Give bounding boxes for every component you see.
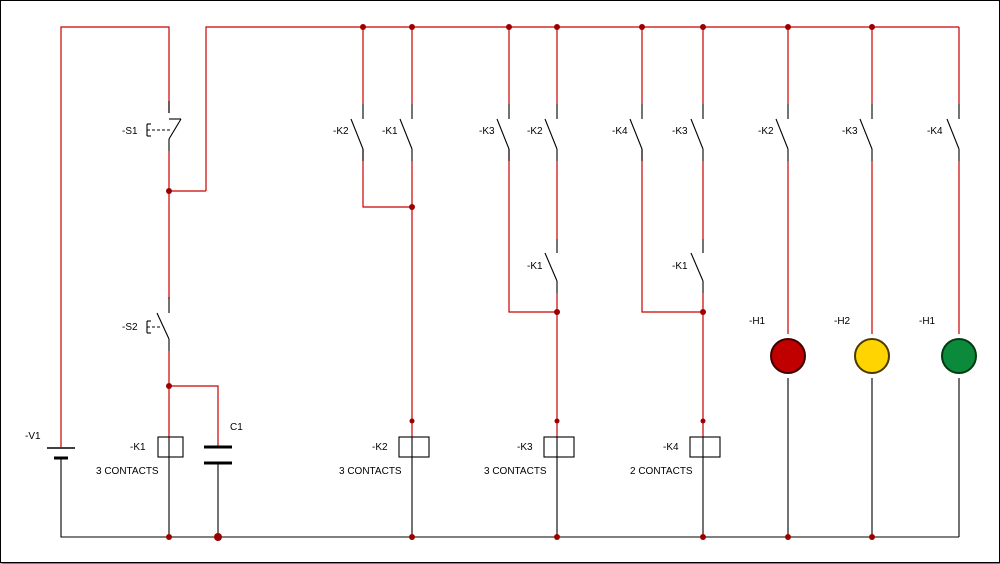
energized-wiring bbox=[60, 26, 960, 446]
indicator-lamp-yellow bbox=[854, 338, 890, 374]
lamp-b-label: -H2 bbox=[834, 316, 851, 327]
contact-k3-b-label: -K3 bbox=[479, 126, 495, 137]
contact-k4-lamp[interactable] bbox=[946, 104, 960, 161]
pushbutton-s1[interactable] bbox=[146, 101, 182, 151]
contact-k2-lamp-label: -K2 bbox=[758, 126, 774, 137]
contact-k1-c[interactable] bbox=[690, 239, 704, 293]
relay-coil-k3 bbox=[543, 436, 575, 458]
contact-k1-a[interactable] bbox=[399, 104, 413, 161]
junction-dot bbox=[869, 534, 875, 540]
coil-k2-label: -K2 bbox=[372, 442, 388, 453]
relay-coil-k2 bbox=[398, 436, 430, 458]
contact-k3-c[interactable] bbox=[690, 104, 704, 161]
s1-label: -S1 bbox=[122, 126, 138, 137]
relay-coil-k1 bbox=[157, 436, 184, 458]
junction-dot bbox=[700, 534, 706, 540]
junction-dot bbox=[785, 24, 791, 30]
contact-k2-b[interactable] bbox=[544, 104, 558, 161]
coil-k4-label: -K4 bbox=[663, 442, 679, 453]
junction-dot bbox=[360, 24, 366, 30]
junction-dot bbox=[506, 24, 512, 30]
coil-k3-label: -K3 bbox=[517, 442, 533, 453]
coil-k3-contacts: 3 CONTACTS bbox=[484, 466, 547, 477]
contact-k1-b[interactable] bbox=[544, 239, 558, 293]
coil-k1-label: -K1 bbox=[130, 442, 146, 453]
junction-dot bbox=[554, 24, 560, 30]
lamp-c-label: -H1 bbox=[919, 316, 936, 327]
junction-dot bbox=[639, 24, 645, 30]
junction-dot bbox=[166, 188, 172, 194]
pushbutton-s2[interactable] bbox=[146, 297, 170, 351]
junction-dot bbox=[554, 534, 560, 540]
coil-k1-contacts: 3 CONTACTS bbox=[96, 466, 159, 477]
contact-k3-b[interactable] bbox=[496, 104, 510, 161]
contact-k4-lamp-label: -K4 bbox=[927, 126, 943, 137]
wire-top-bus bbox=[205, 26, 959, 191]
contact-k3-lamp[interactable] bbox=[859, 104, 873, 161]
junction-dot bbox=[700, 309, 706, 315]
junction-dot bbox=[166, 383, 172, 389]
s2-label: -S2 bbox=[122, 322, 138, 333]
wire-to-c1 bbox=[169, 385, 219, 446]
coil-k4-contacts: 2 CONTACTS bbox=[630, 466, 693, 477]
wire-bottom-bus bbox=[60, 469, 959, 538]
indicator-lamp-green bbox=[941, 338, 977, 374]
junctions bbox=[166, 24, 875, 541]
contact-k1-b-label: -K1 bbox=[527, 261, 543, 272]
return-wiring bbox=[60, 378, 960, 538]
junction-dot bbox=[785, 534, 791, 540]
junction-dot bbox=[554, 418, 560, 424]
junction-dot bbox=[700, 24, 706, 30]
capacitor-c1 bbox=[204, 445, 232, 465]
contact-k2-a[interactable] bbox=[350, 104, 364, 161]
junction-dot bbox=[869, 24, 875, 30]
relay-coil-k4 bbox=[689, 436, 721, 458]
contact-k4-c[interactable] bbox=[629, 104, 643, 161]
battery-v1 bbox=[47, 436, 75, 469]
junction-dot bbox=[409, 418, 415, 424]
coil-k2-contacts: 3 CONTACTS bbox=[339, 466, 402, 477]
contact-k2-lamp[interactable] bbox=[775, 104, 789, 161]
contact-k3-c-label: -K3 bbox=[672, 126, 688, 137]
contact-k3-lamp-label: -K3 bbox=[842, 126, 858, 137]
wire-s1-latch bbox=[168, 151, 206, 192]
indicator-lamp-red bbox=[770, 338, 806, 374]
contact-k1-a-label: -K1 bbox=[382, 126, 398, 137]
junction-dot bbox=[700, 418, 706, 424]
junction-dot bbox=[409, 24, 415, 30]
contact-k4-c-label: -K4 bbox=[612, 126, 628, 137]
junction-dot bbox=[554, 309, 560, 315]
lamp-a-label: -H1 bbox=[749, 316, 766, 327]
junction-dot bbox=[166, 534, 172, 540]
wire-k2a-bottom bbox=[362, 149, 412, 208]
wire-k4c-bottom bbox=[641, 149, 703, 313]
wire-v1-to-s1 bbox=[60, 26, 170, 436]
battery-label: -V1 bbox=[25, 431, 41, 442]
contact-k2-a-label: -K2 bbox=[333, 126, 349, 137]
junction-dot bbox=[409, 534, 415, 540]
contact-k2-b-label: -K2 bbox=[527, 126, 543, 137]
junction-dot bbox=[409, 204, 415, 210]
c1-label: C1 bbox=[230, 422, 243, 433]
contact-k1-c-label: -K1 bbox=[672, 261, 688, 272]
wire-k3b-bottom bbox=[508, 149, 557, 313]
junction-dot bbox=[214, 533, 222, 541]
